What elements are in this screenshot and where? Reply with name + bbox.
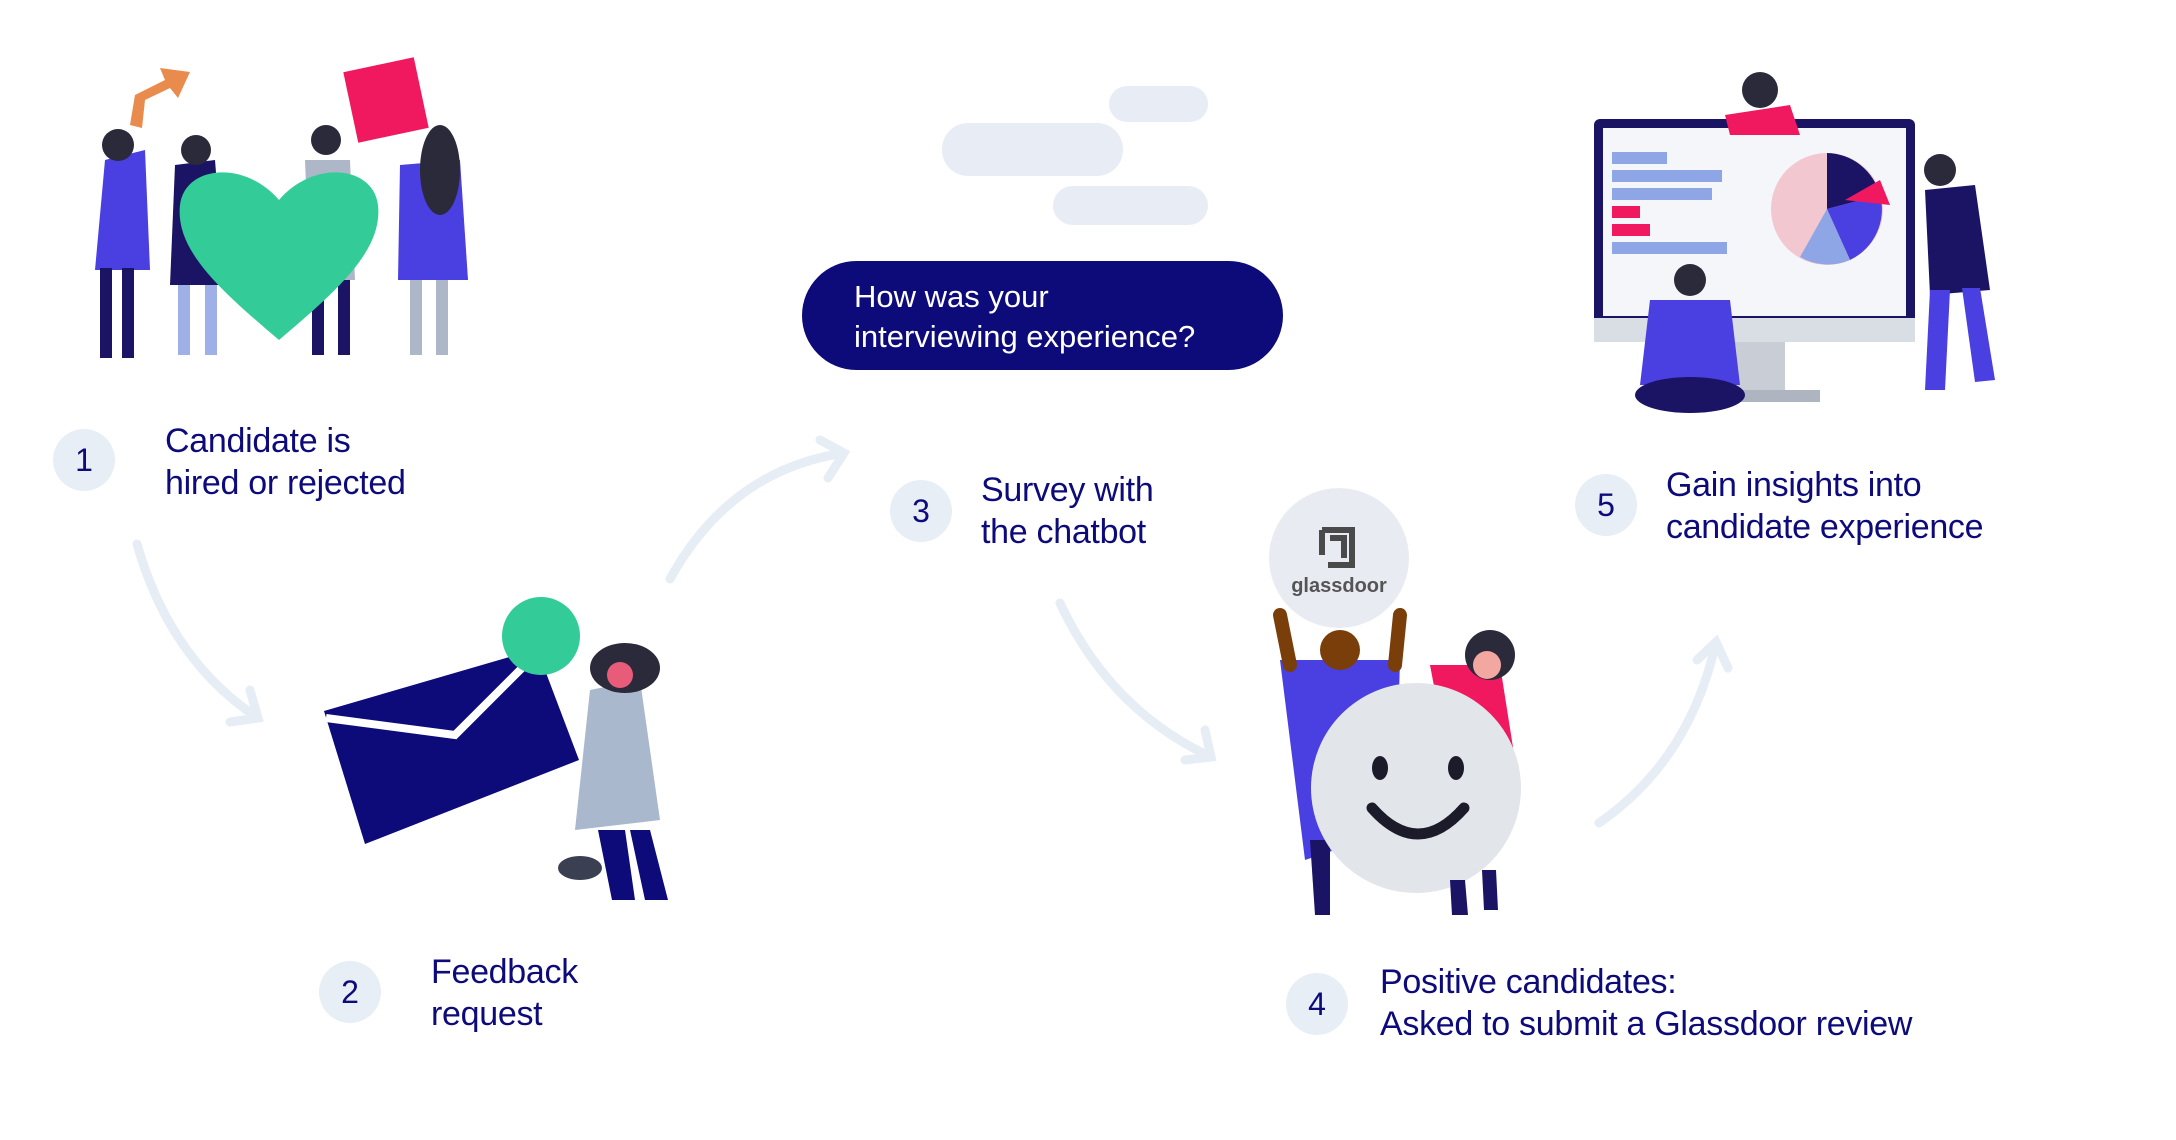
arrow-3-to-4 bbox=[1055, 598, 1217, 765]
chatbot-question-line: interviewing experience? bbox=[854, 319, 1196, 354]
step-3-badge: 3 bbox=[890, 480, 952, 542]
pink-square-icon bbox=[343, 57, 429, 143]
chat-cloud-2 bbox=[942, 123, 1123, 176]
step-4-badge: 4 bbox=[1286, 973, 1348, 1035]
chatbot-question-line: How was your bbox=[854, 279, 1049, 314]
envelope-icon bbox=[324, 649, 579, 844]
orange-arrow-icon bbox=[130, 68, 190, 128]
step-4-label: Positive candidates:Asked to submit a Gl… bbox=[1380, 963, 1913, 1043]
glassdoor-review-illustration: glassdoor bbox=[1269, 488, 1521, 915]
arrow-1-to-2 bbox=[132, 539, 264, 727]
glassdoor-logo-text: glassdoor bbox=[1291, 575, 1387, 597]
flow-arrows bbox=[132, 435, 1733, 828]
chatbot-question-bubble: How was your interviewing experience? bbox=[802, 261, 1283, 370]
step-1-badge: 1 bbox=[53, 429, 115, 491]
arrow-4-to-5 bbox=[1594, 634, 1733, 828]
step-5-badge: 5 bbox=[1575, 474, 1637, 536]
feedback-request-illustration bbox=[324, 597, 668, 900]
glassdoor-logo-ball bbox=[1269, 488, 1409, 628]
hired-people-illustration bbox=[95, 57, 468, 358]
arrow-2-to-3 bbox=[665, 435, 851, 584]
chat-cloud-1 bbox=[1109, 86, 1208, 122]
heart-icon bbox=[179, 172, 379, 340]
insights-dashboard-illustration bbox=[1594, 72, 1995, 413]
smiley-icon bbox=[1311, 683, 1521, 893]
step-2-badge: 2 bbox=[319, 961, 381, 1023]
chat-cloud-3 bbox=[1053, 186, 1208, 225]
